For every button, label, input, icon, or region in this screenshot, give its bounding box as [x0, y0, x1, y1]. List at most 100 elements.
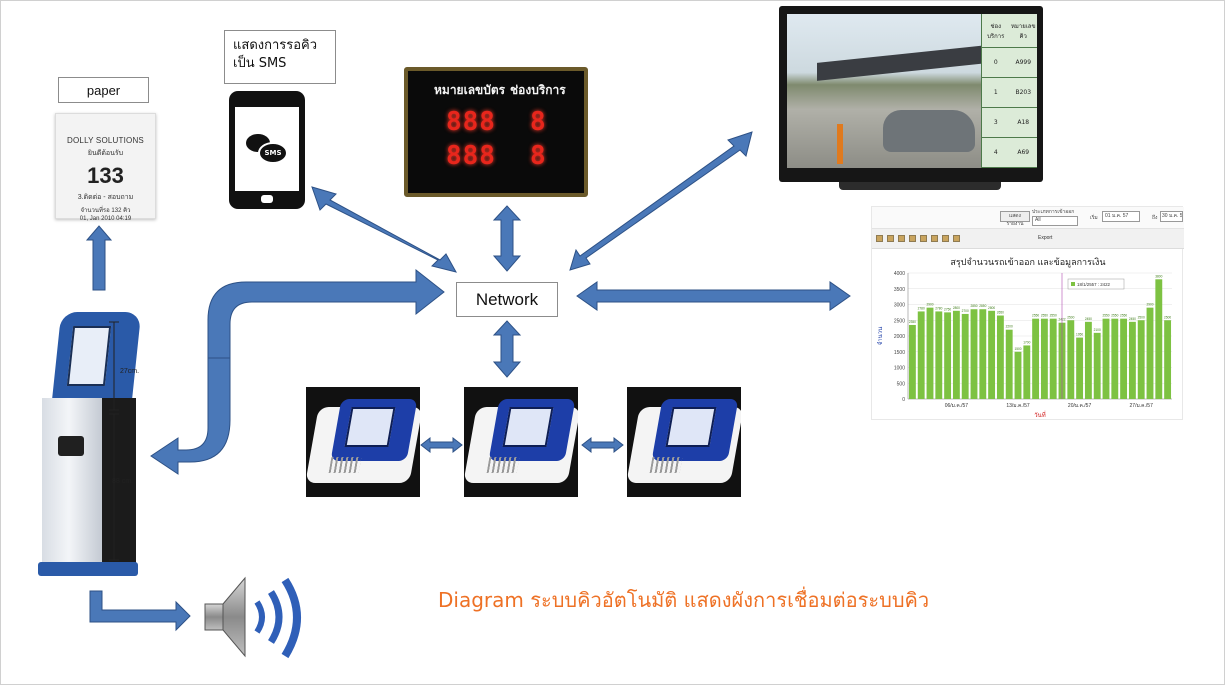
ticket-company: DOLLY SOLUTIONS	[67, 136, 144, 145]
led-row1-counter: 8	[530, 107, 547, 137]
kiosk-screen	[66, 326, 112, 386]
bar-data-label: 2800	[953, 306, 960, 310]
y-tick-label: 3000	[894, 303, 905, 309]
chart-bar	[1111, 318, 1119, 399]
bar-data-label: 1700	[1023, 340, 1030, 344]
tv-stand	[839, 182, 1001, 190]
y-tick-label: 2500	[894, 318, 905, 324]
toolbar-find-icon[interactable]	[931, 235, 938, 242]
kiosk-dim-top: 27cm.	[120, 368, 140, 375]
legend-entry: 18/1/2557 : 2422	[1077, 282, 1111, 287]
tv-cell-counter: 1	[993, 89, 998, 96]
led-header-ticket: หมายเลขบัตร	[434, 83, 506, 97]
bar-data-label: 2550	[1050, 314, 1057, 318]
bar-data-label: 2900	[926, 303, 933, 307]
report-filter-select[interactable]: All	[1032, 216, 1078, 226]
chart-bar	[1137, 320, 1145, 399]
chart-bar	[988, 310, 996, 399]
toolbar-print-icon[interactable]	[953, 235, 960, 242]
chart-bar	[1102, 318, 1110, 399]
smartphone-image: SMS	[229, 91, 305, 209]
tv-cell-queue: A18	[1017, 119, 1030, 126]
bar-data-label: 2850	[979, 304, 986, 308]
chart-bar	[1014, 351, 1022, 399]
ticket-service: 3.ติดต่อ - สอบถาม	[77, 194, 134, 201]
y-axis-title: จำนวน	[877, 327, 884, 345]
report-screenshot: ประเภทการเข้าออก All แสดงรายงาน เริ่ม 01…	[871, 206, 1184, 420]
tv-cell-counter: 3	[993, 119, 998, 126]
bar-data-label: 2500	[1164, 315, 1171, 319]
chart-bar	[908, 324, 916, 399]
report-to-input[interactable]: 30 ม.ค. 57	[1160, 211, 1183, 222]
led-row1-ticket: 888	[446, 107, 496, 137]
tv-cell-queue: A999	[1015, 59, 1032, 66]
led-row2-counter: 8	[530, 141, 547, 171]
report-show-button[interactable]: แสดงรายงาน	[1000, 211, 1030, 227]
tv-row: 1 B203	[982, 78, 1037, 108]
report-from-input[interactable]: 01 ม.ค. 57	[1102, 211, 1140, 222]
toolbar-first-icon[interactable]	[876, 235, 883, 242]
tv-row: 3 A18	[982, 108, 1037, 138]
tv-cell-counter: 4	[993, 149, 998, 156]
paper-label: paper	[58, 77, 149, 103]
chart-bar	[1032, 318, 1040, 399]
legend-box	[1067, 278, 1125, 290]
speaker-icon	[204, 576, 301, 659]
x-axis-title: วันที่	[1034, 411, 1045, 419]
report-from-label: เริ่ม	[1090, 215, 1098, 221]
ticket-date: 01, Jan 2010 04:19	[79, 216, 132, 222]
bar-data-label: 2100	[1094, 328, 1101, 332]
x-tick-label: 06/ม.ค./57	[945, 403, 969, 409]
tv-col-counter: ช่องบริการ	[987, 22, 1005, 40]
bar-data-label: 2550	[1032, 314, 1039, 318]
tv-queue-table: ช่องบริการ หมายเลขคิว 0 A999 1 B203 3 A1…	[981, 14, 1037, 168]
report-filter-label: ประเภทการเข้าออก	[1032, 209, 1075, 215]
kiosk-base	[38, 562, 138, 576]
bar-data-label: 2200	[1006, 325, 1013, 329]
chart-bar	[944, 312, 952, 399]
chart-bar	[979, 309, 987, 399]
bar-data-label: 2500	[1138, 315, 1145, 319]
chart-bar	[1040, 318, 1048, 399]
phone-screen: SMS	[235, 107, 299, 191]
kiosk-printer-slot	[58, 436, 84, 456]
bar-data-label: 2550	[1041, 314, 1048, 318]
y-tick-label: 1000	[894, 366, 905, 372]
toolbar-next-icon[interactable]	[898, 235, 905, 242]
x-tick-label: 27/ม.ค./57	[1130, 403, 1154, 409]
counter-terminal-3	[627, 387, 741, 497]
toolbar-last-icon[interactable]	[909, 235, 916, 242]
y-tick-label: 3500	[894, 287, 905, 293]
chart-bar	[1093, 332, 1101, 399]
report-filter-row: ประเภทการเข้าออก All แสดงรายงาน เริ่ม 01…	[872, 207, 1184, 229]
chart-bar	[935, 311, 943, 399]
chart-bar	[952, 310, 960, 399]
report-chart-title: สรุปจำนวนรถเข้าออก และข้อมูลการเงิน	[950, 257, 1106, 267]
ticket-number: 133	[87, 163, 124, 188]
bar-data-label: 1500	[1014, 347, 1021, 351]
export-button[interactable]: Export	[1038, 235, 1053, 241]
ticket-waiting: จำนวนที่รอ 132 คิว	[80, 208, 131, 214]
kiosk-body	[42, 398, 102, 568]
bar-data-label: 1950	[1076, 333, 1083, 337]
counter-terminal-1	[306, 387, 420, 497]
x-tick-label: 13/ม.ค./57	[1006, 403, 1030, 409]
toolbar-zoom-icon[interactable]	[920, 235, 927, 242]
y-tick-label: 2000	[894, 334, 905, 340]
sms-label-line2: เป็น SMS	[233, 56, 287, 71]
toolbar-prev-icon[interactable]	[887, 235, 894, 242]
bar-data-label: 2550	[1111, 314, 1118, 318]
toolbar-save-icon[interactable]	[942, 235, 949, 242]
bar-chart: 0500100015002000250030003500400023502780…	[877, 271, 1172, 419]
bar-data-label: 2450	[1129, 317, 1136, 321]
tv-row: 4 A69	[982, 138, 1037, 168]
chart-bar	[1164, 320, 1172, 399]
chart-bar	[1146, 307, 1154, 399]
bar-data-label: 2900	[1146, 303, 1153, 307]
queue-kiosk-image	[36, 290, 142, 580]
bar-data-label: 2450	[1085, 317, 1092, 321]
bar-data-label: 2500	[1067, 315, 1074, 319]
bar-data-label: 2550	[1120, 314, 1127, 318]
kiosk-dim-body: 88 cm.	[112, 478, 134, 485]
y-tick-label: 500	[897, 381, 906, 387]
